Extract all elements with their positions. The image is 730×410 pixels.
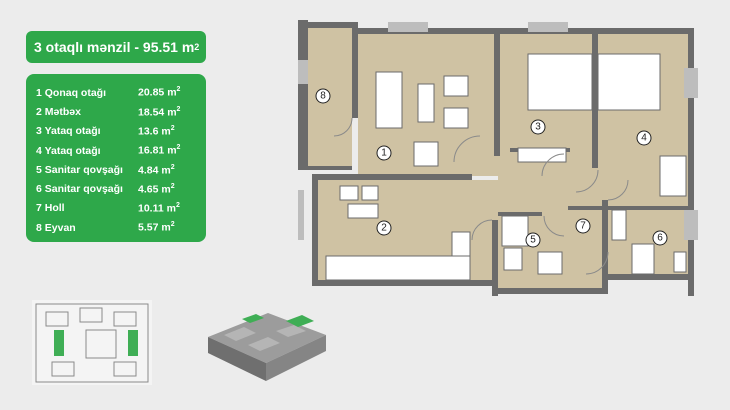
- isometric-3d-thumbnail: [208, 313, 326, 381]
- room-marker-1: 1: [381, 148, 387, 159]
- room-area: 13.6 m2: [138, 124, 175, 138]
- room-marker-3: 3: [535, 122, 541, 133]
- list-item: 7 Holl 10.11 m2: [36, 199, 196, 218]
- room-area: 4.84 m2: [138, 163, 175, 177]
- room-marker-8: 8: [320, 91, 326, 102]
- room-label: 1 Qonaq otağı: [36, 86, 107, 99]
- room-label: 5 Sanitar qovşağı: [36, 163, 123, 176]
- floor-plan: 8 1 2 3 4 5 7 6: [298, 20, 698, 296]
- room-label: 7 Holl: [36, 202, 65, 215]
- apartment-title-sup: 2: [194, 42, 200, 52]
- apartment-title-text: 3 otaqlı mənzil - 95.51 m: [34, 39, 195, 55]
- list-item: 6 Sanitar qovşağı 4.65 m2: [36, 179, 196, 198]
- room-area: 16.81 m2: [138, 144, 181, 157]
- rooms-list: 1 Qonaq otağı 20.85 m2 2 Mətbəx 18.54 m2 3…: [26, 74, 206, 242]
- room-label: 8 Eyvan: [36, 221, 76, 234]
- room-area: 20.85 m2: [138, 86, 181, 99]
- room-label: 3 Yataq otağı: [36, 125, 101, 138]
- room-marker-6: 6: [657, 233, 663, 244]
- room-label: 4 Yataq otağı: [36, 144, 101, 157]
- list-item: 2 Mətbəx 18.54 m2: [36, 102, 196, 121]
- room-marker-2: 2: [381, 223, 387, 234]
- list-item: 4 Yataq otağı 16.81 m2: [36, 141, 196, 160]
- room-label: 2 Mətbəx: [36, 105, 81, 118]
- room-marker-5: 5: [530, 235, 536, 246]
- room-area: 5.57 m2: [138, 221, 175, 234]
- list-item: 5 Sanitar qovşağı 4.84 m2: [36, 160, 196, 179]
- list-item: 8 Eyvan 5.57 m2: [36, 218, 196, 237]
- list-item: 3 Yataq otağı 13.6 m2: [36, 122, 196, 141]
- list-item: 1 Qonaq otağı 20.85 m2: [36, 83, 196, 102]
- room-area: 10.11 m2: [138, 202, 180, 215]
- room-area: 4.65 m2: [138, 182, 175, 196]
- room-marker-7: 7: [580, 221, 586, 232]
- room-marker-4: 4: [641, 133, 647, 144]
- room-label: 6 Sanitar qovşağı: [36, 183, 123, 196]
- site-plan-thumbnail: [32, 300, 152, 385]
- room-area: 18.54 m2: [138, 105, 181, 119]
